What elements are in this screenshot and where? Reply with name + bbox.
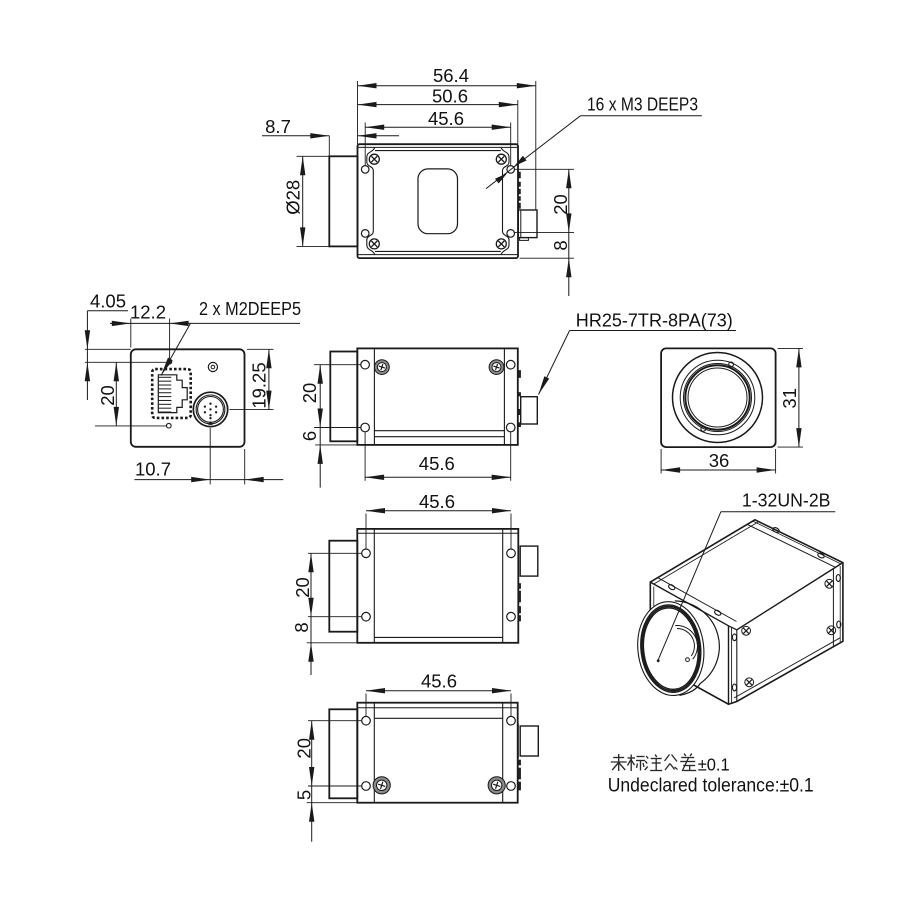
svg-text:20: 20 xyxy=(97,385,118,406)
svg-text:31: 31 xyxy=(779,388,800,409)
svg-text:16 x M3 DEEP3: 16 x M3 DEEP3 xyxy=(587,95,698,115)
svg-text:45.6: 45.6 xyxy=(419,491,455,512)
svg-text:4.05: 4.05 xyxy=(90,291,126,312)
svg-text:Ø28: Ø28 xyxy=(282,180,303,215)
svg-text:36: 36 xyxy=(709,450,730,471)
svg-text:20: 20 xyxy=(550,194,571,215)
svg-text:Undeclared tolerance:±0.1: Undeclared tolerance:±0.1 xyxy=(608,775,814,797)
svg-text:56.4: 56.4 xyxy=(433,65,469,86)
svg-text:20: 20 xyxy=(292,577,313,598)
svg-text:1-32UN-2B: 1-32UN-2B xyxy=(742,491,831,511)
svg-text:8: 8 xyxy=(550,240,571,250)
svg-text:19.25: 19.25 xyxy=(248,362,269,408)
svg-text:50.6: 50.6 xyxy=(432,85,468,106)
svg-text:45.6: 45.6 xyxy=(421,671,457,692)
svg-text:5: 5 xyxy=(294,790,315,800)
svg-text:20: 20 xyxy=(293,738,314,759)
svg-text:45.6: 45.6 xyxy=(419,453,455,474)
svg-text:8.7: 8.7 xyxy=(265,116,291,137)
svg-text:12.2: 12.2 xyxy=(130,302,166,323)
svg-text:45.6: 45.6 xyxy=(428,108,464,129)
svg-text:10.7: 10.7 xyxy=(135,459,171,480)
svg-text:6: 6 xyxy=(299,431,320,441)
svg-text:20: 20 xyxy=(299,383,320,404)
svg-text:2 x M2DEEP5: 2 x M2DEEP5 xyxy=(199,299,301,319)
svg-text:HR25-7TR-8PA(73): HR25-7TR-8PA(73) xyxy=(576,311,733,331)
svg-text:±0.1: ±0.1 xyxy=(698,754,730,774)
svg-text:8: 8 xyxy=(291,622,312,632)
